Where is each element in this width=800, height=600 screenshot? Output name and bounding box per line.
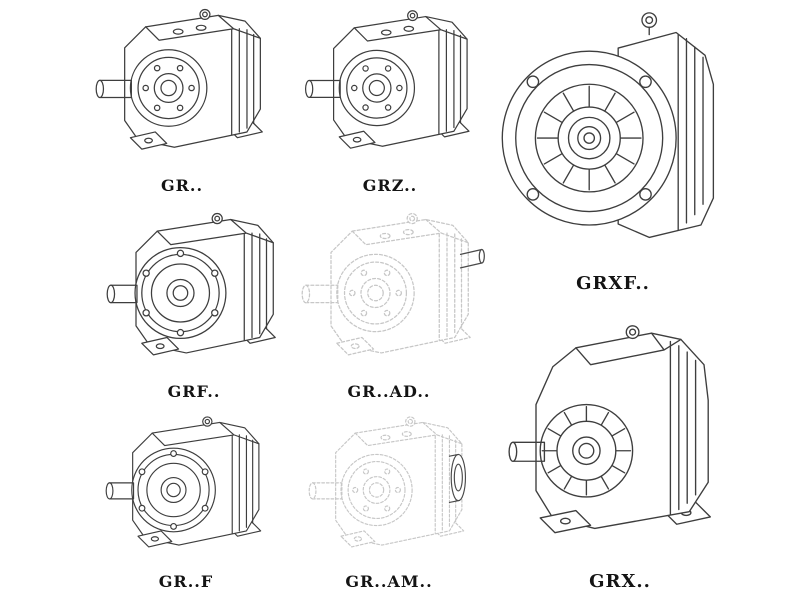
figure-label-grxf: GRXF.. (576, 273, 650, 294)
grf-gearbox-drawing (88, 206, 300, 380)
figure-label-gr-ad: GR..AD.. (347, 382, 431, 401)
figure-label-gr-am: GR..AM.. (345, 572, 433, 591)
gr-ad-gearbox-drawing (290, 206, 485, 380)
grx-gearbox-drawing (494, 300, 746, 570)
figure-label-gr: GR.. (160, 176, 204, 195)
figure-gr-f: GR..F (84, 410, 288, 596)
figure-gr-ad: GR..AD.. (290, 206, 488, 406)
figure-label-grz: GRZ.. (362, 176, 418, 195)
motor-flange (448, 453, 467, 504)
gr-gearbox-drawing (82, 2, 282, 174)
gr-f-gearbox-drawing (84, 410, 288, 570)
figure-label-grf: GRF.. (167, 382, 221, 401)
grxf-gearbox-drawing (494, 0, 732, 272)
grz-gearbox-drawing (296, 2, 484, 174)
gr-am-gearbox-drawing (290, 410, 467, 570)
input-adapter-shaft (459, 248, 485, 269)
figure-gr-am: GR..AM.. (290, 410, 488, 596)
figure-label-gr-f: GR..F (158, 572, 214, 591)
figure-grx: GRX.. (494, 300, 746, 596)
figure-gr: GR.. (82, 2, 282, 200)
figure-grz: GRZ.. (296, 2, 484, 200)
figure-grf: GRF.. (88, 206, 300, 406)
figure-label-grx: GRX.. (589, 571, 651, 592)
figure-grxf: GRXF.. (494, 0, 732, 298)
